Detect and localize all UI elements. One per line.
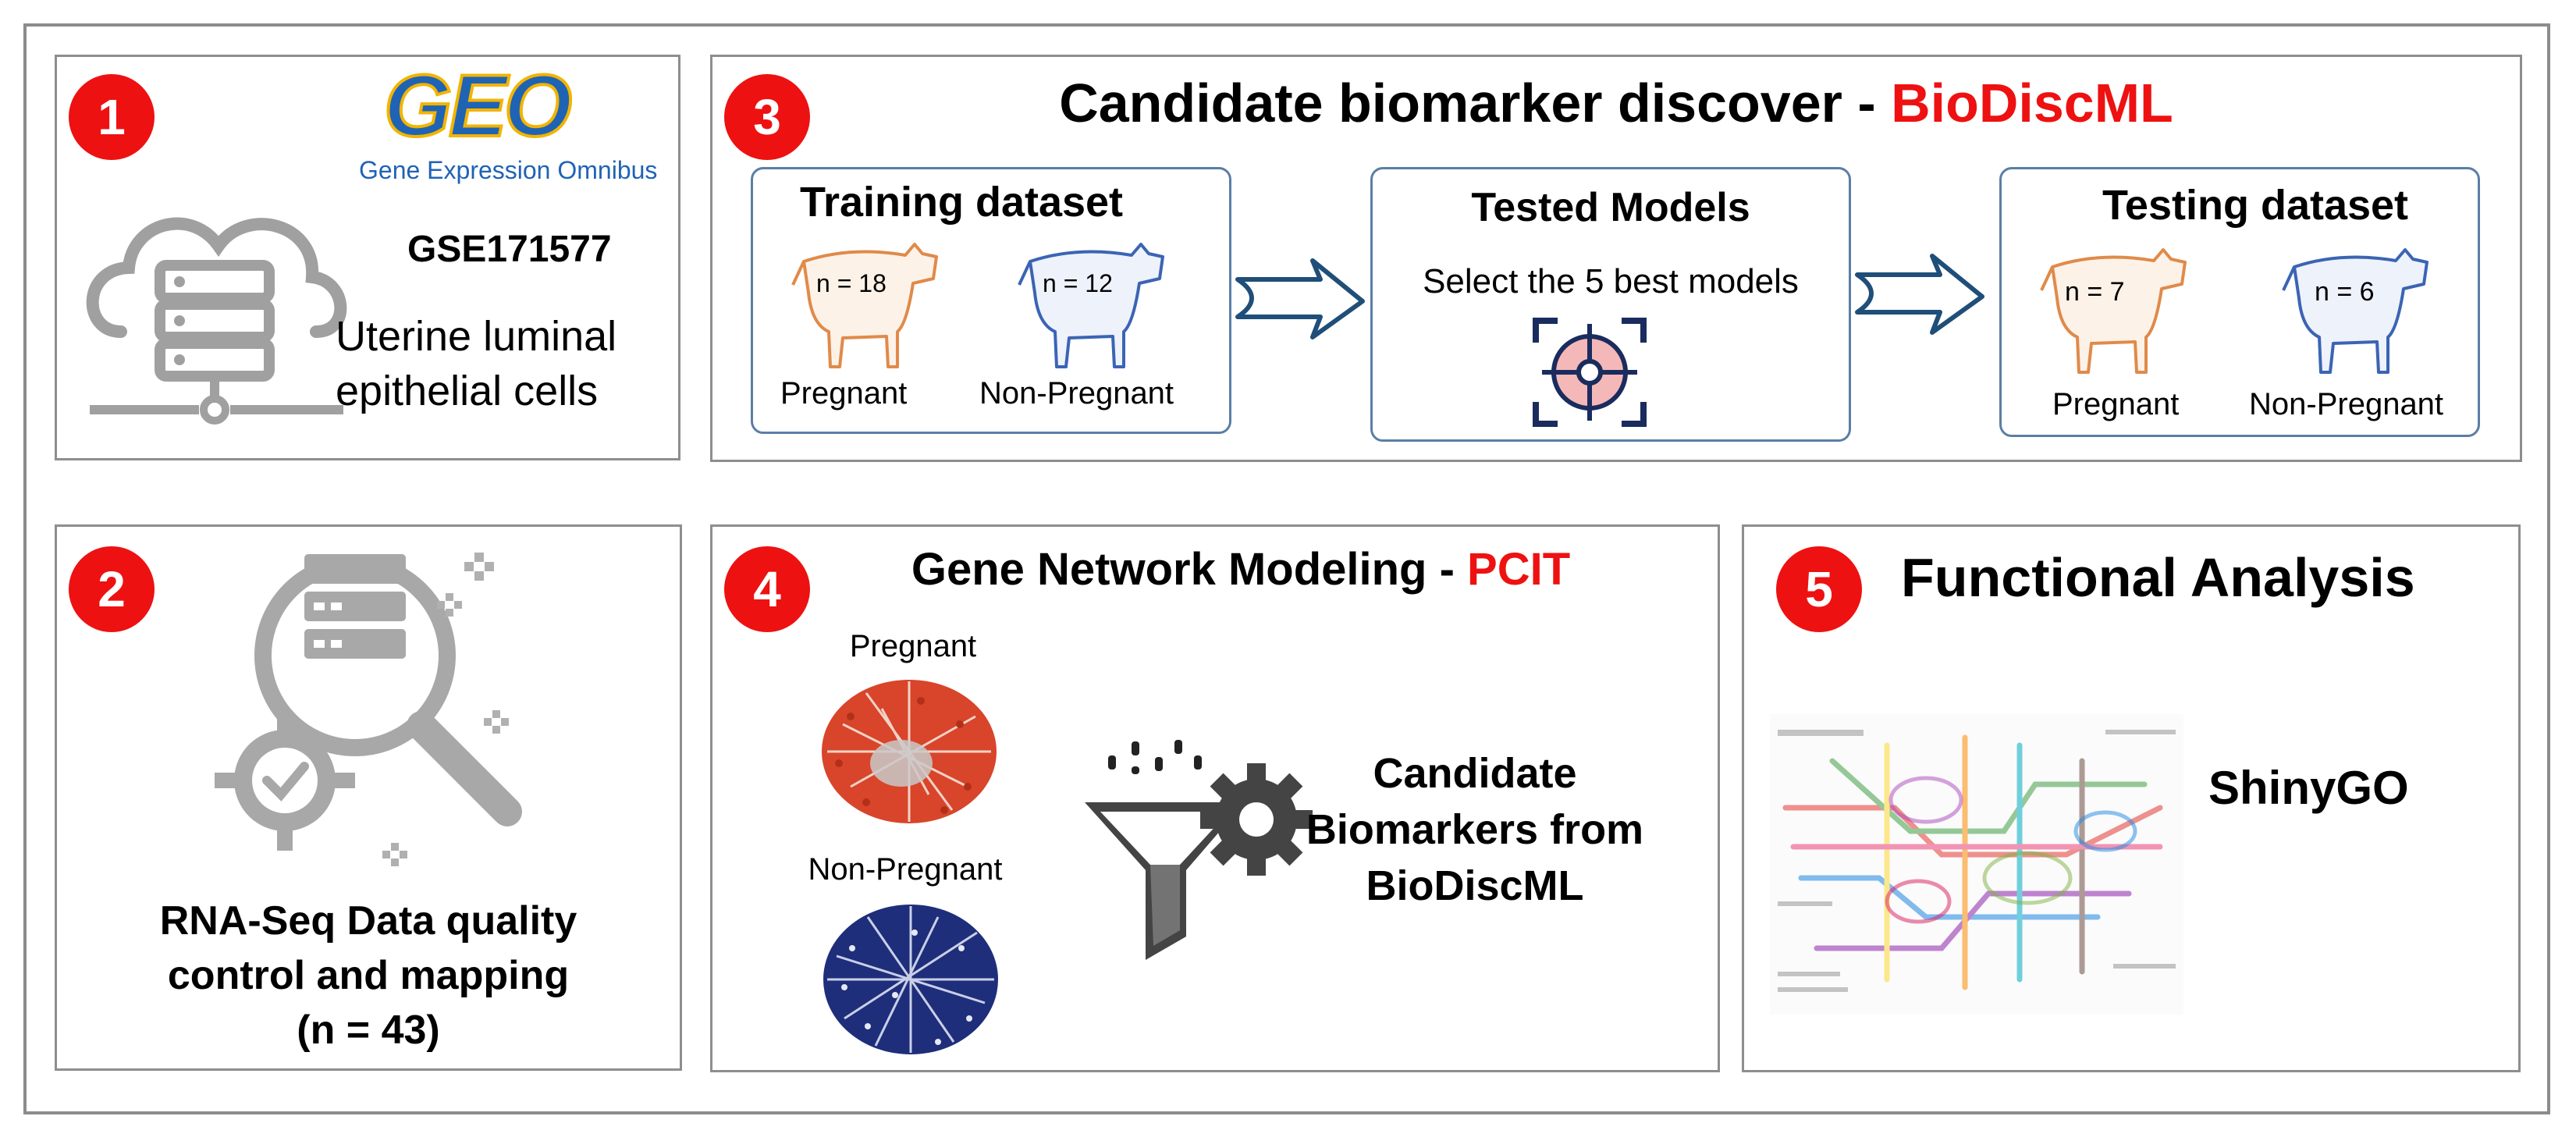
- panel5-title: Functional Analysis: [1901, 547, 2415, 608]
- training-pregnant-label: Pregnant: [780, 376, 908, 411]
- data-inspection-icon: [215, 553, 522, 866]
- step-badge-5: 5: [1776, 546, 1862, 632]
- pregnant-cow-icon: [2040, 248, 2187, 374]
- testing-nonpregnant-label: Non-Pregnant: [2249, 387, 2444, 421]
- training-nonpregnant-label: Non-Pregnant: [979, 376, 1174, 411]
- candidate-line2: Biomarkers from: [1306, 806, 1644, 853]
- cell-type-line1: Uterine luminal: [336, 313, 617, 360]
- testing-pregnant-n: n = 7: [2065, 277, 2125, 307]
- qc-sample-count: (n = 43): [297, 1008, 440, 1053]
- cloud-database-icon: [86, 217, 347, 425]
- pregnant-cow-icon: [791, 243, 938, 368]
- panel4-title-tool: PCIT: [1467, 544, 1571, 595]
- tested-models-title: Tested Models: [1471, 185, 1750, 230]
- panel4-title-text: Gene Network Modeling -: [911, 544, 1468, 595]
- panel-data-source: [55, 55, 680, 460]
- metabolic-map-image: [1770, 714, 2183, 1015]
- testing-nonpregnant-n: n = 6: [2315, 277, 2375, 307]
- nonpregnant-cow-icon: [1018, 243, 1164, 368]
- cell-type-line2: epithelial cells: [336, 368, 599, 414]
- qc-title-line1: RNA-Seq Data quality: [159, 898, 577, 944]
- step-badge-1: 1: [69, 74, 155, 160]
- panel3-title: Candidate biomarker discover - BioDiscML: [710, 72, 2522, 134]
- panel4-title: Gene Network Modeling - PCIT: [812, 543, 1670, 595]
- pregnant-network-label: Pregnant: [849, 629, 977, 663]
- geo-logo: GEO: [382, 57, 574, 155]
- geo-subtitle: Gene Expression Omnibus: [359, 156, 658, 184]
- training-pregnant-n: n = 18: [816, 269, 886, 297]
- candidate-line1: Candidate: [1373, 750, 1577, 797]
- panel3-title-text: Candidate biomarker discover -: [1059, 73, 1892, 133]
- qc-title-line2: control and mapping: [167, 953, 570, 998]
- testing-pregnant-label: Pregnant: [2052, 387, 2180, 421]
- flow-arrow-2: [1855, 254, 1984, 335]
- step-badge-2: 2: [69, 546, 155, 632]
- candidate-line3: BioDiscML: [1366, 862, 1584, 909]
- nonpregnant-cow-icon: [2282, 248, 2429, 374]
- flow-arrow-1: [1235, 258, 1365, 339]
- step-badge-3: 3: [724, 74, 810, 160]
- pregnant-network-graph: [822, 680, 997, 823]
- nonpregnant-network-label: Non-Pregnant: [808, 852, 1003, 887]
- accession-id: GSE171577: [407, 229, 612, 270]
- training-nonpregnant-n: n = 12: [1043, 269, 1113, 297]
- training-dataset-title: Training dataset: [799, 179, 1124, 226]
- nonpregnant-network-graph: [823, 905, 998, 1054]
- testing-dataset-title: Testing dataset: [2102, 182, 2409, 229]
- step-badge-4: 4: [724, 546, 810, 632]
- target-icon: [1533, 318, 1647, 427]
- shinygo-label: ShinyGO: [2208, 762, 2409, 814]
- panel3-title-tool: BioDiscML: [1891, 73, 2173, 133]
- filter-funnel-icon: [1085, 740, 1313, 960]
- tested-models-subtitle: Select the 5 best models: [1423, 262, 1799, 300]
- figure-frame: [23, 23, 2550, 1114]
